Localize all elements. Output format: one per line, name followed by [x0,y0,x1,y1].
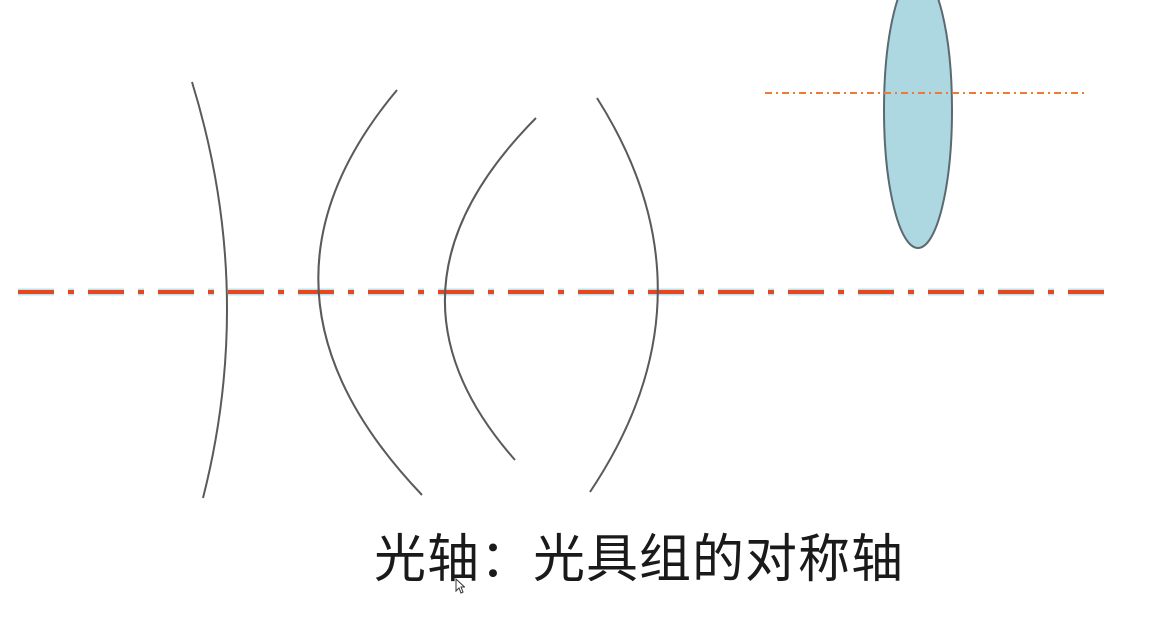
caption-text: 光轴：光具组的对称轴 [374,530,905,590]
mouse-pointer-icon [455,578,465,594]
refracting-surface-4 [589,97,659,493]
thin-lens [883,0,953,249]
refracting-surface-3 [443,117,537,461]
refracting-surface-2 [317,89,423,496]
refracting-surface-1 [191,81,228,499]
